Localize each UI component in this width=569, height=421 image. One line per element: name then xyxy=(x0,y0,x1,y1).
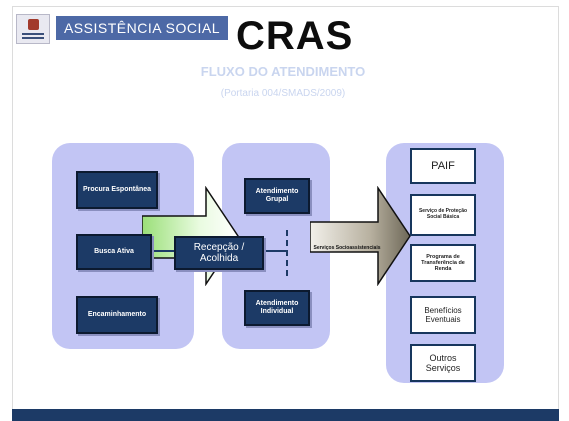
header-banner: ASSISTÊNCIA SOCIAL xyxy=(56,16,228,40)
attendance-branch-line xyxy=(286,230,288,276)
referral-arrow-label: Serviços Socioassistenciais xyxy=(313,245,381,252)
service-item-paif: PAIF xyxy=(410,148,476,184)
diagram-subtitle-reference: (Portaria 004/SMADS/2009) xyxy=(220,88,346,99)
entry-item-procura: Procura Espontânea xyxy=(76,171,158,209)
crest-icon xyxy=(28,19,39,30)
attendance-item-grupal: Atendimento Grupal xyxy=(244,178,310,214)
service-item-outros: Outros Serviços xyxy=(410,344,476,382)
footer-bar xyxy=(12,409,559,421)
service-item-transferencia-renda: Programa de Transferência de Renda xyxy=(410,244,476,282)
page-title: CRAS xyxy=(236,14,354,58)
referral-arrow xyxy=(310,186,411,286)
connector-reception-attendance xyxy=(262,250,286,252)
service-item-protecao-basica: Serviço de Proteção Social Básica xyxy=(410,194,476,236)
service-item-beneficios: Benefícios Eventuais xyxy=(410,296,476,334)
reception-box: Recepção / Acolhida xyxy=(174,236,264,270)
institution-logo xyxy=(16,14,50,44)
attendance-item-individual: Atendimento Individual xyxy=(244,290,310,326)
entry-item-encaminhamento: Encaminhamento xyxy=(76,296,158,334)
entry-item-busca: Busca Ativa xyxy=(76,234,152,270)
diagram-subtitle: FLUXO DO ATENDIMENTO xyxy=(200,64,366,79)
connector-busca-reception xyxy=(152,250,176,252)
